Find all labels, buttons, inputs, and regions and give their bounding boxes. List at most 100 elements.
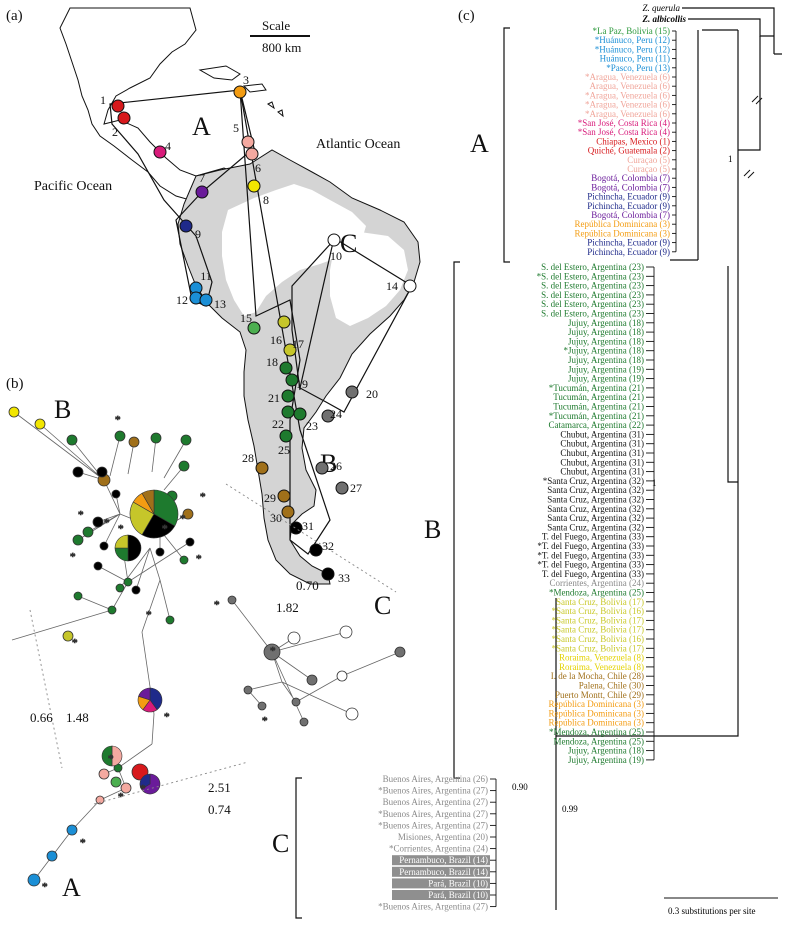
tree-tip-label: Jujuy, Argentina (18) [568,746,644,756]
support-a: 1 [728,154,733,164]
network-dividers [29,483,397,805]
locality-number: 17 [292,337,304,351]
haplotype-node [227,595,237,605]
locality-number: 27 [350,481,362,495]
network-asterisk: * [180,513,186,525]
clade-c-polygon [299,237,413,413]
locality-number: 1 [100,93,106,107]
haplotype-node [180,434,192,446]
pacific-ocean-label: Pacific Ocean [34,179,112,194]
locality-point [279,429,293,443]
tip-highlight [392,855,490,866]
tree-tip-label: T. del Fuego, Argentina (33) [542,569,644,579]
network-clade-c: C [374,591,391,620]
locality-number: 29 [264,491,276,505]
locality-number: 30 [270,511,282,525]
haplotype-pie-slice [138,687,151,701]
tree-tip-label: *Buenos Aires, Argentina (27) [378,786,488,796]
tip-highlight [392,878,490,889]
distance-a-c-bottom: 0.74 [208,802,231,817]
locality-point [321,567,335,581]
locality-number: 8 [263,193,269,207]
tree-tip-label: Buenos Aires, Argentina (26) [383,774,488,784]
outgroup-querula: Z. querula [642,3,680,13]
haplotype-pie-slice [141,489,155,516]
network-asterisk: * [146,609,152,621]
tree-tip-label: Quiché, Guatemala (2) [588,146,670,156]
network-asterisk: * [104,517,110,529]
distance-a-b-left: 0.66 [30,710,53,725]
locality-point [281,505,295,519]
locality-point [279,361,293,375]
haplotype-node [92,516,104,528]
haplotype-node [99,541,109,551]
locality-number: 28 [242,451,254,465]
tree-tip-label: Pará, Brazil (10) [428,890,488,900]
haplotype-node [72,466,84,478]
locality-point [247,321,261,335]
network-asterisk: * [115,414,121,426]
haplotype-node [34,418,46,430]
network-panel: ******************** [8,406,406,893]
tree-tip-label: *Aragua, Venezuela (6) [585,90,670,100]
locality-number: 26 [330,459,342,473]
locality-number: 3 [243,73,249,87]
tree-tip-label: *San José, Costa Rica (4) [578,118,670,128]
locality-number: 25 [278,443,290,457]
locality-point [315,461,329,475]
locality-number: 2 [112,125,118,139]
tree-tip-label: *Jujuy, Argentina (18) [564,346,645,356]
tree-tip-label: *Huánuco, Peru (12) [595,44,670,54]
network-asterisk: * [108,753,114,765]
network-asterisk: * [80,837,86,849]
locality-point [255,461,269,475]
haplotype-pie-slice [140,773,161,795]
tree-tip-label: S. del Estero, Argentina (23) [541,309,644,319]
network-asterisk: * [162,523,168,535]
tree-tip-label: Chubut, Argentina (31) [560,429,644,439]
haplotype-node [120,782,132,794]
locality-number: 21 [268,391,280,405]
amazon-gap [222,184,366,316]
haplotype-node [27,873,41,887]
locality-point [179,219,193,233]
tree-tip-label: Pichincha, Ecuador (9) [587,238,670,248]
tree-clade-c: C [272,829,289,858]
tree-tip-label: Jujuy, Argentina (18) [568,355,644,365]
tree-tip-label: *Aragua, Venezuela (6) [585,109,670,119]
haplotype-node [165,615,175,625]
tree-tip-label: Jujuy, Argentina (19) [568,364,644,374]
tree-tip-label: Tucumán, Argentina (21) [553,392,644,402]
network-asterisk: * [118,523,124,535]
east-coast-gap [330,232,408,326]
haplotype-pie-slice [153,489,179,527]
tree-tip-label: *Aragua, Venezuela (6) [585,72,670,82]
haplotype-node [123,577,133,587]
tree-tip-label: S. del Estero, Argentina (23) [541,299,644,309]
haplotype-node [185,537,195,547]
locality-number: 22 [272,417,284,431]
tree-tip-label: Santa Cruz, Bolivia (17) [556,597,644,607]
locality-number: 11 [200,269,212,283]
locality-point [245,147,259,161]
haplotype-node [82,526,94,538]
tree-tip-label: Pichincha, Ecuador (9) [587,201,670,211]
haplotype-node [182,508,194,520]
tree-tip-label: Chiapas, Mexico (1) [596,136,670,146]
tree-tip-label: *Buenos Aires, Argentina (27) [378,902,488,912]
scale-title: Scale [262,18,290,33]
network-asterisk: * [72,637,78,649]
haplotype-node [336,670,348,682]
haplotype-node [93,561,103,571]
locality-point [111,99,125,113]
tree-clade-b: B [424,515,441,544]
tree-tip-label: Jujuy, Argentina (19) [568,374,644,384]
tree-tip-label: *Tucumán, Argentina (21) [549,411,644,421]
tree-tip-label: *Santa Cruz, Bolivia (17) [552,625,644,635]
tree-panel: Z. querula Z. albicollis A B C 1 1 0.90 … [272,3,782,919]
network-asterisk: * [164,711,170,723]
tree-tip-label: Pernambuco, Brazil (14) [399,855,488,865]
tree-tip-label: Roraima, Venezuela (8) [559,653,644,663]
tree-tip-label: Catamarca, Argentina (22) [548,420,644,430]
haplotype-pie-slice [127,534,142,562]
